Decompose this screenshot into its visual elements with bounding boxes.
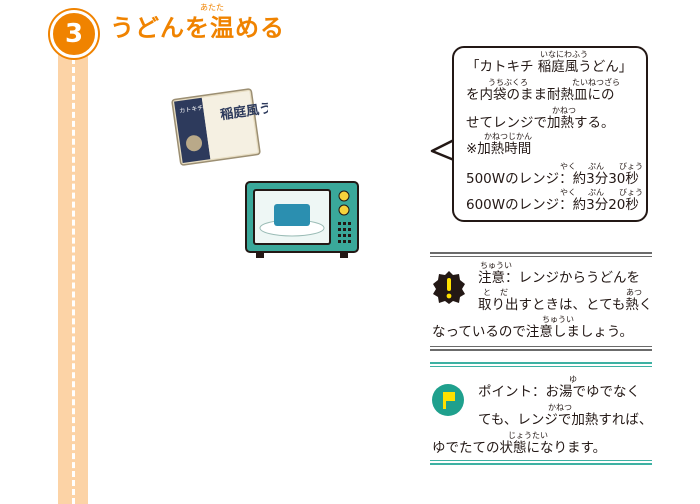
caution-line2-ruby-a: と bbox=[483, 288, 491, 297]
bubble-line-1: 「カトキチ 稲庭風うどん」 bbox=[466, 59, 633, 75]
point-rule-top bbox=[430, 362, 652, 367]
caution-line2-ruby-b: だ bbox=[500, 288, 508, 297]
caution-line2-ruby-c: あつ bbox=[626, 288, 642, 297]
exclamation-icon bbox=[432, 270, 466, 304]
heating-instructions-bubble: いなにわふう 「カトキチ 稲庭風うどん」 うちぶくろ たいねつざら を内袋のまま… bbox=[452, 46, 648, 222]
time-ruby-yaku-2: やく bbox=[560, 188, 576, 197]
point-line-3: ゆでたての状態になります。 bbox=[432, 440, 607, 456]
caution-rule-bottom bbox=[430, 346, 652, 351]
step-title: うどんを温める bbox=[110, 14, 285, 42]
line1-ruby: いなにわふう bbox=[540, 50, 588, 59]
step-number-badge: 3 bbox=[50, 10, 98, 58]
bubble-line-3: せてレンジで加熱する。 bbox=[466, 115, 615, 131]
caution-rule-top bbox=[430, 252, 652, 257]
line3-ruby: かねつ bbox=[552, 106, 576, 115]
point-line3-ruby: じょうたい bbox=[508, 431, 548, 440]
bubble-line-5: 500Wのレンジ：約3分30秒 bbox=[466, 171, 639, 187]
caution-line-1: 注意：レンジからうどんを bbox=[478, 270, 640, 286]
point-line-1: ポイント：お湯でゆでなく bbox=[478, 384, 640, 400]
caution-line-3: なっているので注意しましょう。 bbox=[432, 324, 634, 340]
point-line2-ruby: かねつ bbox=[548, 403, 572, 412]
microwave-illustration bbox=[244, 180, 360, 260]
point-note: ゆ ポイント：お湯でゆでなく かねつ ても、レンジで加熱すれば、 じょうたい ゆ… bbox=[430, 362, 652, 466]
time-ruby-byou-2: びょう bbox=[619, 188, 643, 197]
bubble-line-2: を内袋のまま耐熱皿にの bbox=[466, 87, 615, 103]
udon-package-illustration: 稲庭風うどん カトキチ bbox=[164, 86, 299, 168]
package-brand-text: カトキチ bbox=[179, 105, 204, 115]
flag-icon bbox=[432, 384, 464, 416]
line2-ruby-a: うちぶくろ bbox=[488, 78, 528, 87]
bubble-line-4: ※加熱時間 bbox=[466, 141, 532, 157]
time-ruby-fun-2: ぷん bbox=[588, 188, 604, 197]
point-line-2: ても、レンジで加熱すれば、 bbox=[478, 412, 653, 428]
speech-bubble-tail bbox=[430, 138, 456, 168]
line4-ruby: かねつじかん bbox=[484, 132, 532, 141]
time-ruby-yaku-1: やく bbox=[560, 162, 576, 171]
line2-ruby-b: たいねつざら bbox=[572, 78, 620, 87]
step-title-ruby: あたた bbox=[200, 3, 224, 12]
time-ruby-byou-1: びょう bbox=[619, 162, 643, 171]
time-ruby-fun-1: ぷん bbox=[588, 162, 604, 171]
point-line1-ruby: ゆ bbox=[569, 375, 577, 384]
caution-line3-ruby: ちゅうい bbox=[542, 315, 574, 324]
step-track-dash bbox=[72, 40, 75, 504]
bubble-line-6: 600Wのレンジ：約3分20秒 bbox=[466, 197, 639, 213]
point-rule-bottom bbox=[430, 460, 652, 465]
caution-line1-ruby: ちゅうい bbox=[480, 261, 512, 270]
caution-note: ちゅうい 注意：レンジからうどんを と だ あつ 取り出すときは、とても熱く ち… bbox=[430, 252, 652, 352]
caution-line-2: 取り出すときは、とても熱く bbox=[478, 297, 653, 313]
